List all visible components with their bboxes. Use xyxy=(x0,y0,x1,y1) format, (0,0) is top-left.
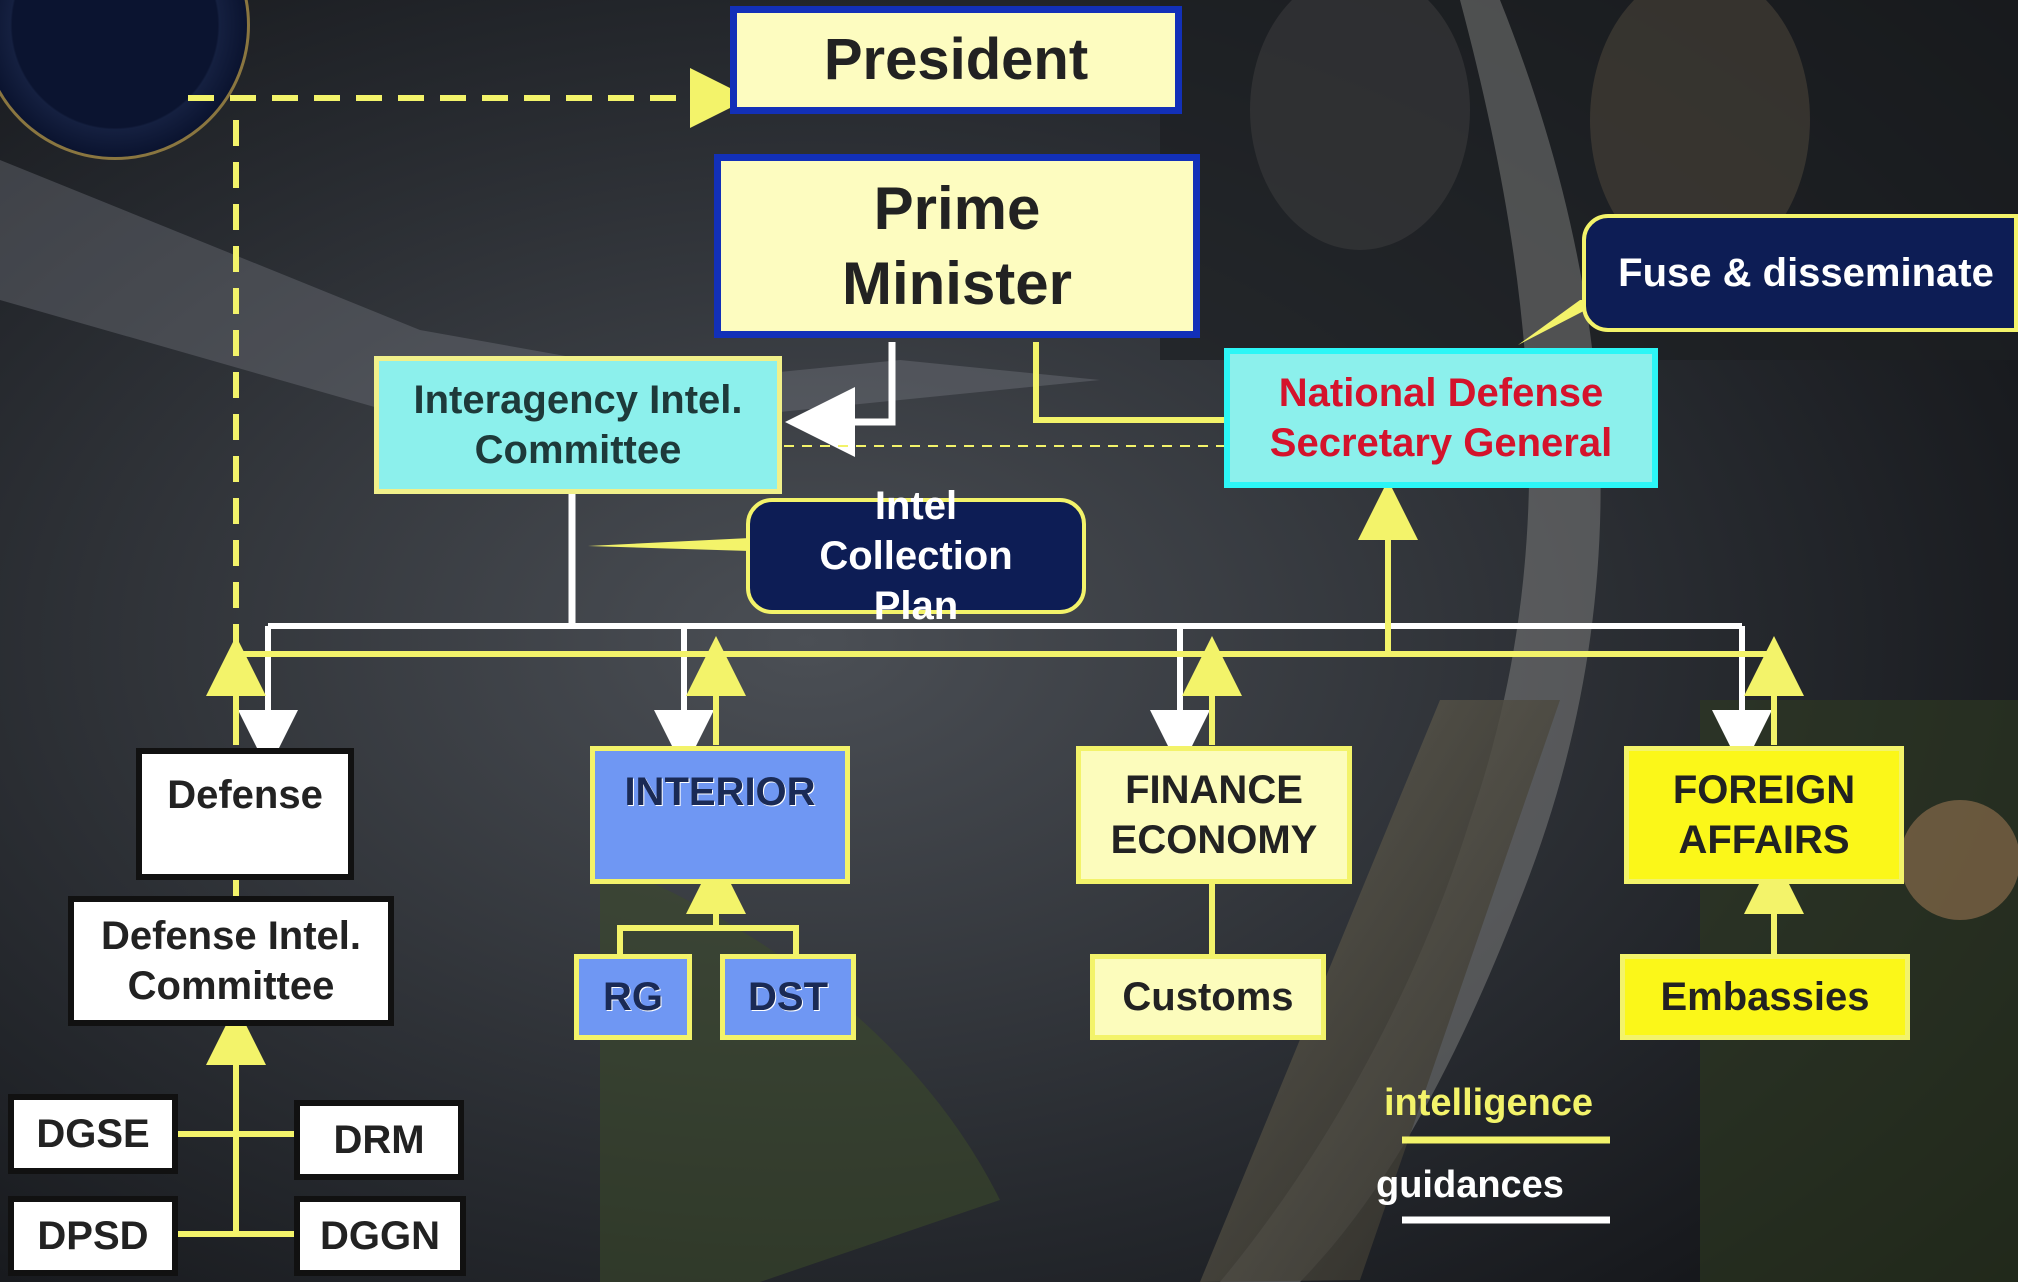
rg-box: RG xyxy=(574,954,692,1040)
pm-to-sgdn-link xyxy=(1033,342,1226,423)
president-label: President xyxy=(823,26,1089,92)
dgse-label: DGSE xyxy=(36,1112,150,1156)
fuse-disseminate-label: Fuse & disseminate xyxy=(1618,251,1994,295)
dpsd-box: DPSD xyxy=(8,1196,178,1276)
callout-plan-pointer xyxy=(588,538,750,551)
embassies-label: Embassies xyxy=(1660,975,1870,1019)
dst-box: DST xyxy=(720,954,856,1040)
dpsd-label: DPSD xyxy=(37,1214,149,1258)
finance-economy-label: FINANCE ECONOMY xyxy=(1110,768,1318,862)
drm-box: DRM xyxy=(294,1100,464,1180)
interagency-committee-label: Interagency Intel. Committee xyxy=(413,378,743,472)
fuse-disseminate-callout: Fuse & disseminate xyxy=(1582,214,2018,332)
customs-label: Customs xyxy=(1122,975,1294,1019)
prime-minister-box: Prime Minister xyxy=(714,154,1200,338)
finance-economy-box: FINANCE ECONOMY xyxy=(1076,746,1352,884)
dst-label: DST xyxy=(748,975,828,1019)
dgse-box: DGSE xyxy=(8,1094,178,1174)
foreign-affairs-label: FOREIGN AFFAIRS xyxy=(1672,768,1856,862)
interagency-committee-box: Interagency Intel. Committee xyxy=(374,356,782,494)
defense-box: Defense xyxy=(136,748,354,880)
interior-services-link xyxy=(617,925,799,955)
legend-intelligence: intelligence xyxy=(1384,1082,1594,1124)
sgdn-box: National Defense Secretary General xyxy=(1224,348,1658,488)
rg-label: RG xyxy=(603,975,663,1019)
pm-to-interagency-link xyxy=(785,342,896,457)
dggn-box: DGGN xyxy=(294,1196,466,1276)
foreign-affairs-box: FOREIGN AFFAIRS xyxy=(1624,746,1904,884)
interior-box: INTERIOR xyxy=(590,746,850,884)
sgdn-label: National Defense Secretary General xyxy=(1269,371,1613,465)
legend-guidances: guidances xyxy=(1376,1164,1564,1206)
defense-intel-committee-box: Defense Intel. Committee xyxy=(68,896,394,1026)
prime-minister-label: Prime Minister xyxy=(841,175,1073,317)
interior-label: INTERIOR xyxy=(624,770,816,814)
dggn-label: DGGN xyxy=(320,1214,440,1258)
customs-box: Customs xyxy=(1090,954,1326,1040)
intel-collection-plan-label: Intel Collection Plan xyxy=(819,484,1013,628)
drm-label: DRM xyxy=(333,1118,425,1162)
defense-label: Defense xyxy=(167,773,323,817)
defense-intel-committee-label: Defense Intel. Committee xyxy=(100,914,362,1008)
embassies-box: Embassies xyxy=(1620,954,1910,1040)
intel-collection-plan-callout: Intel Collection Plan xyxy=(746,484,1086,628)
president-box: President xyxy=(730,6,1182,114)
